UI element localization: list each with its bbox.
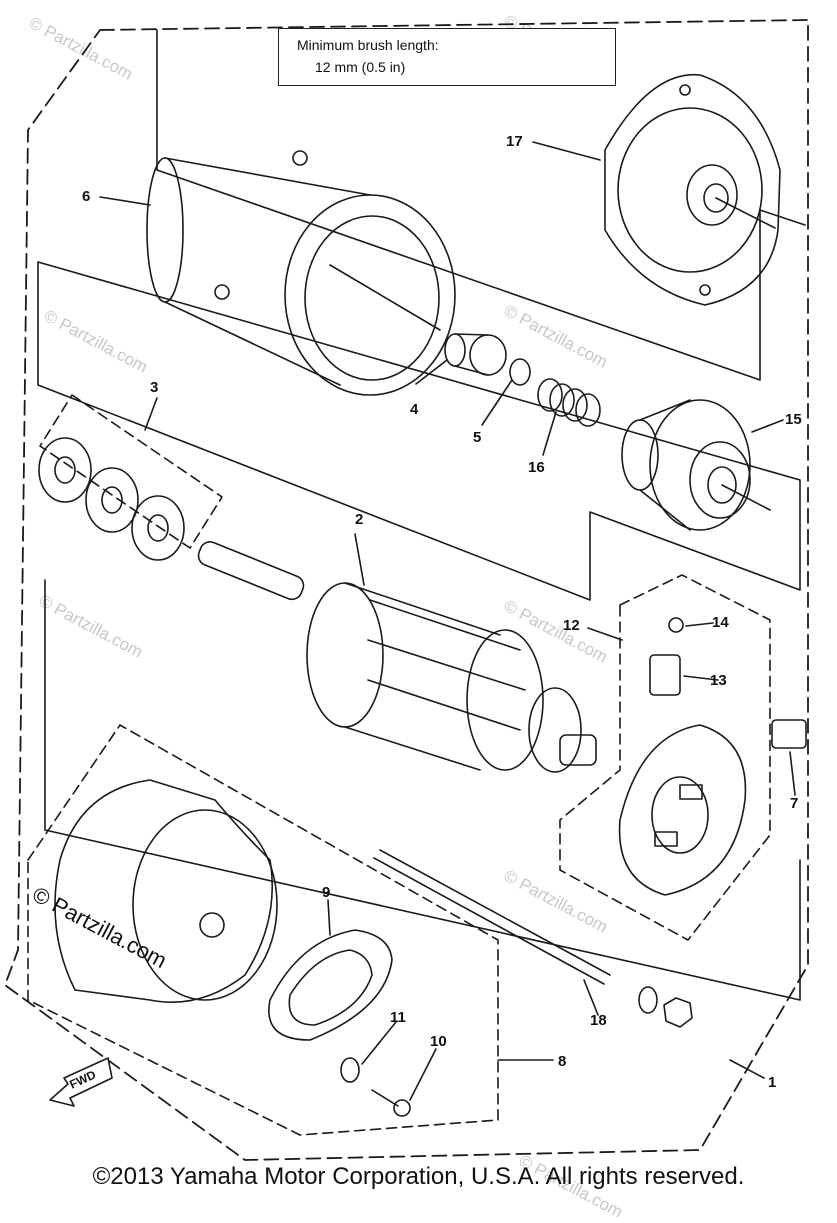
leader-line xyxy=(729,1059,765,1079)
leader-line xyxy=(583,979,599,1016)
front-cover-part xyxy=(604,73,781,306)
screw-head-part xyxy=(393,1099,411,1117)
callout-10: 10 xyxy=(430,1033,447,1050)
screw-shaft-part xyxy=(371,1089,399,1107)
armature-part xyxy=(197,541,597,773)
callout-15: 15 xyxy=(785,411,802,428)
note-value: 12 mm (0.5 in) xyxy=(315,59,406,75)
callout-11: 11 xyxy=(390,1009,406,1026)
callout-4: 4 xyxy=(410,401,419,418)
rear-cover-part xyxy=(54,779,278,1003)
fwd-arrow xyxy=(49,1057,113,1107)
leader-line xyxy=(542,411,557,456)
note-title: Minimum brush length: xyxy=(297,37,439,53)
leader-line xyxy=(99,196,151,206)
brush-length-note: Minimum brush length: 12 mm (0.5 in) xyxy=(278,28,616,86)
brush-holder-box xyxy=(559,574,771,941)
rear-cover-box xyxy=(27,724,499,1136)
bolt-washer-part xyxy=(638,986,658,1014)
clip-part xyxy=(509,358,531,386)
clutch-gear-part xyxy=(621,399,771,531)
brush-part xyxy=(649,654,681,696)
leader-line xyxy=(685,622,714,627)
callout-14: 14 xyxy=(712,614,729,631)
callout-18: 18 xyxy=(590,1012,607,1029)
callout-9: 9 xyxy=(322,884,331,901)
leader-line xyxy=(327,899,331,936)
callout-17: 17 xyxy=(506,133,523,150)
copyright-notice: ©2013 Yamaha Motor Corporation, U.S.A. A… xyxy=(92,1163,745,1190)
callout-8: 8 xyxy=(558,1053,567,1070)
leader-line xyxy=(532,141,601,161)
callout-16: 16 xyxy=(528,459,545,476)
callout-2: 2 xyxy=(355,511,364,528)
gasket-part xyxy=(268,929,393,1041)
leader-line xyxy=(415,359,448,385)
leader-line xyxy=(361,1021,397,1065)
leader-line xyxy=(354,533,365,586)
washer-set-box xyxy=(39,394,223,549)
brush-part xyxy=(771,719,807,749)
leader-line xyxy=(481,379,513,426)
leader-line xyxy=(683,675,719,681)
callout-12: 12 xyxy=(563,617,580,634)
leader-line xyxy=(587,627,623,641)
callout-3: 3 xyxy=(150,379,159,396)
bushing-part xyxy=(444,333,507,376)
callout-1: 1 xyxy=(768,1074,777,1091)
brush-plate-part xyxy=(618,724,747,896)
spring-part xyxy=(537,378,601,427)
guide-lines-armature xyxy=(37,261,801,601)
nut-part xyxy=(663,997,693,1028)
washers xyxy=(38,437,185,561)
leader-line xyxy=(144,397,158,431)
guide-lines-lower xyxy=(44,579,801,1001)
callout-6: 6 xyxy=(82,188,91,205)
callout-7: 7 xyxy=(790,795,799,812)
leader-line xyxy=(789,751,796,796)
callout-13: 13 xyxy=(710,672,727,689)
yoke-part xyxy=(146,150,456,396)
through-bolt-part xyxy=(373,849,611,985)
screw-washer-part xyxy=(340,1057,360,1083)
assembly-boundary xyxy=(4,19,809,1161)
callout-5: 5 xyxy=(473,429,482,446)
leader-line xyxy=(409,1048,437,1101)
screw-part xyxy=(668,617,684,633)
leader-line xyxy=(751,419,784,433)
guide-lines-yoke xyxy=(156,29,806,381)
